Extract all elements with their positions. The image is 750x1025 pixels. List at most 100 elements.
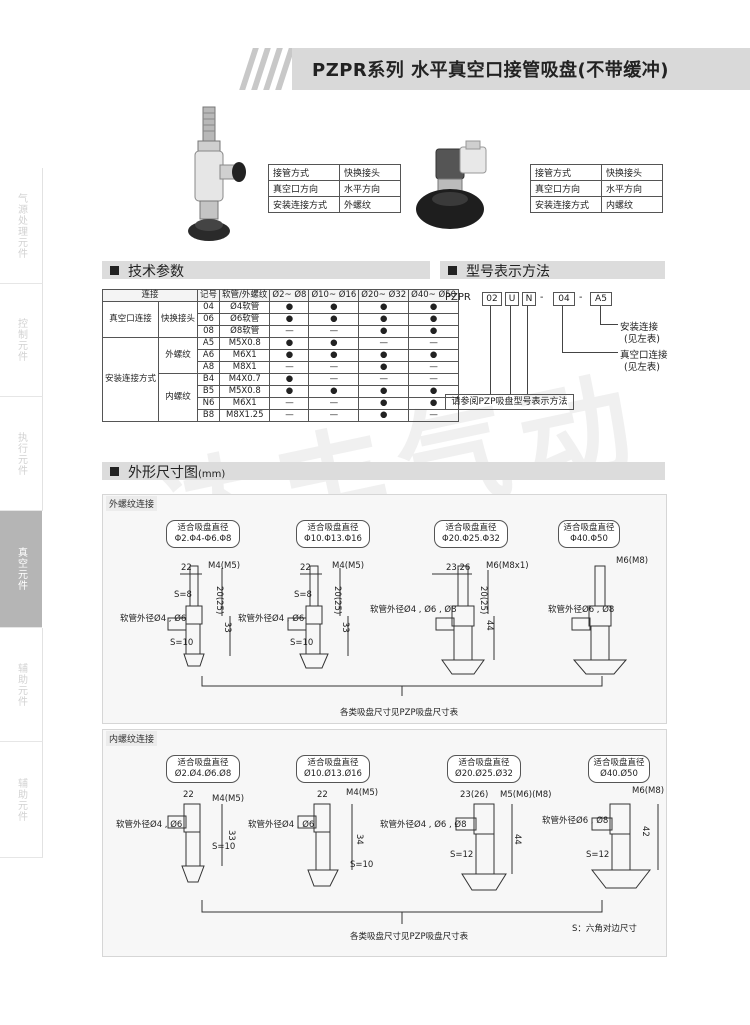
leader-line bbox=[600, 324, 618, 325]
dim-2025: 20(25) bbox=[478, 586, 488, 615]
leader-line bbox=[527, 306, 528, 394]
model-code-size: 02 bbox=[482, 292, 502, 306]
dim-44: 44 bbox=[484, 620, 494, 631]
inner-thread-drawings bbox=[167, 803, 659, 924]
inner-footer-note: 各类吸盘尺寸见PZP吸盘尺寸表 bbox=[350, 932, 469, 942]
section-marker bbox=[110, 467, 119, 476]
outer-footer-note: 各类吸盘尺寸见PZP吸盘尺寸表 bbox=[340, 708, 459, 718]
table-row: 真空口方向水平方向 bbox=[268, 180, 401, 197]
dim-42: 42 bbox=[640, 826, 650, 837]
table-row: 接管方式快换接头 bbox=[268, 164, 401, 181]
hose-od: 软管外径Ø4 , Ø6 bbox=[238, 614, 305, 624]
section-bar-dims bbox=[102, 462, 665, 480]
dim-s12: S=12 bbox=[586, 850, 610, 860]
note-install: 安装连接 bbox=[620, 322, 659, 333]
spec-table-right: 接管方式快换接头 真空口方向水平方向 安装连接方式内螺纹 bbox=[530, 164, 663, 213]
table-row: 真空口方向水平方向 bbox=[530, 180, 663, 197]
hose-od: 软管外径Ø4 , Ø6 bbox=[248, 820, 315, 830]
hose-od: 软管外径Ø4 , Ø6 bbox=[120, 614, 187, 624]
leader-line bbox=[490, 306, 491, 394]
dim-thread: M4(M5) bbox=[212, 794, 245, 804]
hose-od: 软管外径Ø4 , Ø6 , Ø8 bbox=[370, 605, 457, 615]
dim-s10: S=10 bbox=[290, 638, 314, 648]
table-row: 安装连接方式内螺纹 bbox=[530, 196, 663, 213]
product-photo-outer-thread bbox=[188, 106, 246, 241]
dim-s10: S=10 bbox=[212, 842, 236, 852]
outer-thread-label: 外螺纹连接 bbox=[106, 496, 158, 511]
tech-param-table: 连接 记号 软管/外螺纹 Ø2~ Ø8 Ø10~ Ø16 Ø20~ Ø32 Ø4… bbox=[101, 289, 459, 422]
side-tab-air-treatment[interactable]: 气源处理元件 bbox=[0, 168, 43, 284]
section-title-model: 型号表示方法 bbox=[466, 264, 550, 280]
side-tab-vacuum[interactable]: 真空元件 bbox=[0, 511, 42, 628]
dim-33: 33 bbox=[340, 622, 350, 633]
page-title: PZPR系列 水平真空口接管吸盘(不带缓冲) bbox=[312, 60, 670, 81]
model-prefix: PZPR bbox=[445, 292, 471, 303]
dim-s8: S=8 bbox=[174, 590, 192, 600]
dim-s12: S=12 bbox=[450, 850, 474, 860]
outer-thread-drawings bbox=[167, 565, 628, 696]
dim-thread: M5(M6)(M8) bbox=[500, 790, 552, 800]
dim-thread: M6(M8x1) bbox=[486, 561, 529, 571]
section-bar-tech bbox=[102, 261, 430, 279]
product-photo-inner-thread bbox=[416, 140, 487, 229]
dim-s8: S=8 bbox=[294, 590, 312, 600]
note-vacuum: 真空口连接 bbox=[620, 350, 668, 361]
table-row: 连接 记号 软管/外螺纹 Ø2~ Ø8 Ø10~ Ø16 Ø20~ Ø32 Ø4… bbox=[101, 289, 459, 302]
dim-thread: M4(M5) bbox=[346, 788, 379, 798]
dim-22: 22 bbox=[181, 563, 192, 573]
model-code-type: U bbox=[505, 292, 519, 306]
spec-table-left: 接管方式快换接头 真空口方向水平方向 安装连接方式外螺纹 bbox=[268, 164, 401, 213]
model-dash: - bbox=[579, 292, 583, 303]
note-install-ref: (见左表) bbox=[624, 334, 660, 345]
hose-od: 软管外径Ø4 , Ø6 bbox=[116, 820, 183, 830]
dim-33: 33 bbox=[222, 622, 232, 633]
dim-33: 33 bbox=[226, 830, 236, 841]
dim-2326: 23(26) bbox=[460, 790, 489, 800]
side-tab-auxiliary[interactable]: 辅助元件 bbox=[0, 628, 43, 742]
section-marker bbox=[110, 266, 119, 275]
dim-22: 22 bbox=[183, 790, 194, 800]
model-code-install: A5 bbox=[590, 292, 612, 306]
model-code-material: N bbox=[522, 292, 536, 306]
leader-line bbox=[562, 306, 563, 352]
hose-od: 软管外径Ø6 , Ø8 bbox=[542, 816, 609, 826]
dim-thread: M4(M5) bbox=[332, 561, 365, 571]
table-row: 接管方式快换接头 bbox=[530, 164, 663, 181]
dim-22: 22 bbox=[317, 790, 328, 800]
hex-note: S：六角对边尺寸 bbox=[572, 924, 637, 934]
inner-thread-label: 内螺纹连接 bbox=[106, 731, 158, 746]
table-row: 安装连接方式外螺纹 bbox=[268, 196, 401, 213]
side-tab-auxiliary-2[interactable]: 辅助元件 bbox=[0, 742, 43, 858]
side-tab-control[interactable]: 控制元件 bbox=[0, 284, 43, 397]
dim-thread: M6(M8) bbox=[632, 786, 665, 796]
dim-2025: 20(25) bbox=[332, 586, 342, 615]
leader-line bbox=[562, 352, 618, 353]
leader-line bbox=[510, 306, 511, 394]
note-vacuum-ref: (见左表) bbox=[624, 362, 660, 373]
side-tab-actuator[interactable]: 执行元件 bbox=[0, 397, 43, 511]
note-pzp-box: 请参阅PZP吸盘型号表示方法 bbox=[445, 394, 574, 410]
leader-line bbox=[600, 306, 601, 324]
dim-thread: M6(M8) bbox=[616, 556, 649, 566]
dim-s10: S=10 bbox=[350, 860, 374, 870]
dim-34: 34 bbox=[354, 834, 364, 845]
section-title-tech: 技术参数 bbox=[128, 264, 184, 280]
model-code-vacuum: 04 bbox=[553, 292, 575, 306]
section-marker bbox=[448, 266, 457, 275]
section-title-dims: 外形尺寸图(mm) bbox=[128, 465, 226, 481]
dim-22: 22 bbox=[300, 563, 311, 573]
hose-od: 软管外径Ø6 , Ø8 bbox=[548, 605, 615, 615]
